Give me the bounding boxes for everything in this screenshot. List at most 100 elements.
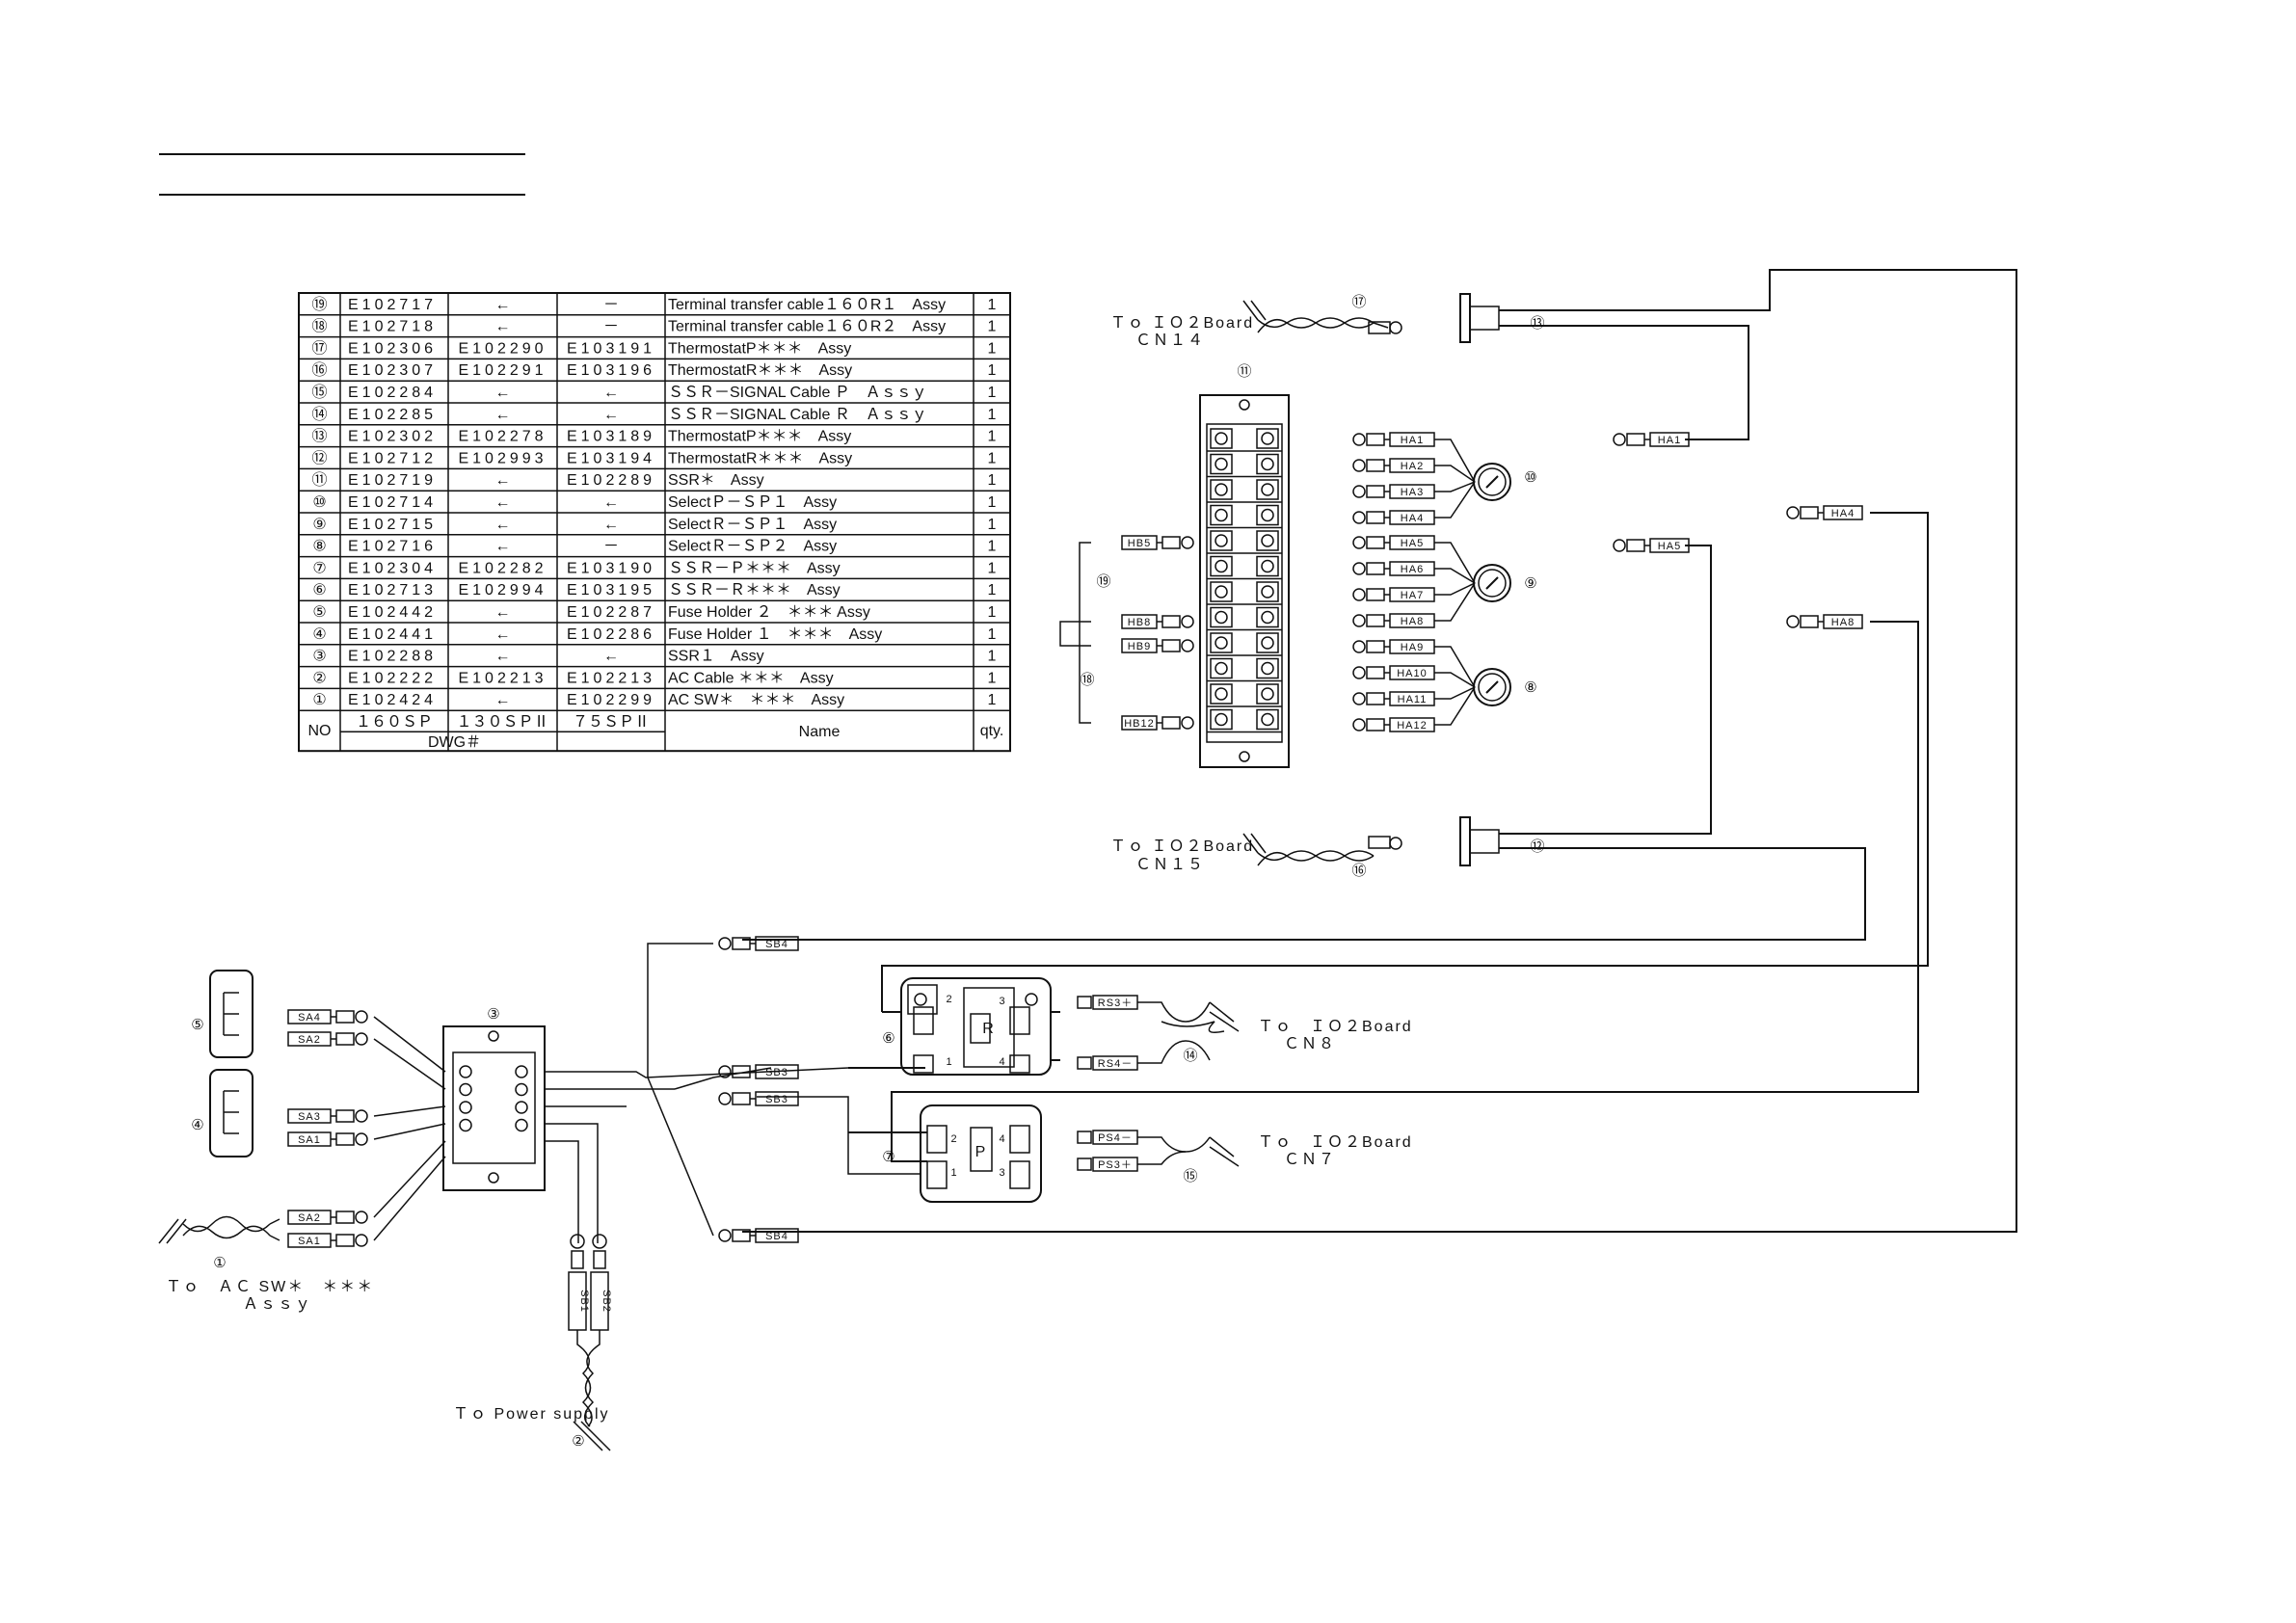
- wire-label-ha3: HA3: [1401, 487, 1424, 498]
- table-cell-qty: 1: [988, 582, 997, 599]
- table-cell-dwg-130sp: E102213: [458, 670, 547, 686]
- table-cell-dwg-160sp: E102304: [348, 560, 437, 576]
- table-cell-dwg-160sp: E102719: [348, 472, 437, 489]
- table-cell-dwg-130sp: E102291: [458, 362, 547, 379]
- callout-c2: ②: [572, 1433, 584, 1450]
- table-cell-name: ＳＳＲ－Ｐ＊＊＊ Assy: [668, 560, 841, 576]
- wire-connector-hb9: HB9: [1121, 638, 1194, 653]
- wire-connector-ha11: HA11: [1352, 691, 1435, 706]
- table-cell-dwg-75sp: E103194: [567, 450, 655, 466]
- table-cell-dwg-160sp: E102222: [348, 670, 437, 686]
- wire-label-ha5: HA5: [1401, 538, 1424, 549]
- terminal-screw: [1210, 632, 1233, 653]
- table-cell-qty: 1: [988, 297, 997, 313]
- table-cell-name: ThermostatP＊＊＊ Assy: [668, 429, 851, 445]
- wire-connector-sb4b: SB4: [718, 1228, 799, 1243]
- terminal-screw: [1210, 581, 1233, 602]
- table-cell-dwg-130sp: E102994: [458, 582, 547, 599]
- wire-label-ha5r: HA5: [1658, 541, 1681, 552]
- wire-label-ha2: HA2: [1401, 461, 1424, 472]
- callout-c1: ①: [213, 1255, 226, 1271]
- table-cell-dwg-75sp: ←: [603, 649, 619, 665]
- table-cell-dwg-130sp: ←: [495, 407, 511, 423]
- callout-c16: ⑯: [1351, 863, 1366, 879]
- table-cell-dwg-160sp: E102718: [348, 319, 437, 335]
- table-cell-no: ⑥: [312, 582, 326, 599]
- wire-to-knob: [1434, 439, 1476, 483]
- terminal-screw-head: [1261, 534, 1274, 547]
- ssr-r: [848, 977, 1060, 1076]
- terminal-screw: [1256, 555, 1279, 577]
- signal-connector-ps3: PS3＋: [1077, 1157, 1138, 1172]
- table-cell-name: SelectＲ－ＳＰ１ Assy: [668, 517, 837, 533]
- table-cell-dwg-130sp: ←: [495, 472, 511, 489]
- table-cell-no: ⑯: [311, 361, 327, 379]
- ssr1-screw: [459, 1101, 472, 1114]
- table-cell-qty: 1: [988, 385, 997, 401]
- terminal-screw-head: [1215, 687, 1228, 701]
- thermostat-cable-cn14: [1242, 300, 1402, 334]
- ssr-r-terminal-2: 2: [946, 994, 952, 1005]
- table-cell-dwg-130sp: ←: [495, 539, 511, 555]
- wire-ha4-run: [881, 512, 1929, 1012]
- wire-to-knob: [1434, 568, 1476, 584]
- table-cell-no: ⑮: [311, 384, 327, 401]
- terminal-screw-head: [1261, 432, 1274, 445]
- table-cell-qty: 1: [988, 494, 997, 511]
- table-cell-no: ⑭: [311, 406, 327, 423]
- table-header-160sp: １６０ＳＰ: [356, 714, 433, 731]
- table-cell-dwg-160sp: E102442: [348, 604, 437, 621]
- table-cell-dwg-160sp: E102713: [348, 582, 437, 599]
- terminal-screw-head: [1261, 559, 1274, 573]
- wire-label-ha1r: HA1: [1658, 435, 1681, 446]
- callout-c5: ⑤: [191, 1017, 203, 1033]
- terminal-screw: [1256, 581, 1279, 602]
- table-cell-qty: 1: [988, 626, 997, 643]
- table-cell-no: ④: [312, 626, 326, 643]
- wire-label-ha6: HA6: [1401, 564, 1424, 575]
- table-cell-qty: 1: [988, 692, 997, 708]
- wire-ha8-run: [891, 621, 1919, 1104]
- wire-connector-ha3: HA3: [1352, 484, 1435, 499]
- wire-connector-sa2a: SA2: [287, 1031, 368, 1047]
- wire-connector-ha4: HA4: [1352, 510, 1435, 525]
- ssr-p-terminal-2: 2: [950, 1133, 957, 1145]
- wire-to-knob: [1434, 672, 1476, 688]
- table-cell-dwg-75sp: E103190: [567, 560, 655, 576]
- table-cell-name: ThermostatR＊＊＊ Assy: [668, 362, 852, 379]
- table-header-name: Name: [799, 724, 841, 740]
- terminal-screw: [1210, 479, 1233, 500]
- wire-label-ha9: HA9: [1401, 642, 1424, 653]
- table-cell-qty: 1: [988, 670, 997, 686]
- terminal-screw: [1256, 428, 1279, 449]
- wire-connector-sa4: SA4: [287, 1009, 368, 1024]
- table-cell-no: ⑦: [312, 560, 326, 576]
- wire-connector-sa1a: SA1: [287, 1131, 368, 1147]
- wire-to-knob: [1434, 481, 1476, 519]
- table-cell-dwg-130sp: ←: [495, 494, 511, 511]
- callout-c11: ⑪: [1237, 363, 1251, 380]
- terminal-screw-head: [1261, 483, 1274, 496]
- table-cell-name: Terminal transfer cable１６０R１ Assy: [668, 297, 946, 313]
- note-cn7: ＣＮ７: [1284, 1152, 1336, 1168]
- table-cell-no: ⑱: [311, 318, 327, 335]
- wire-connector-hb5: HB5: [1121, 535, 1194, 550]
- table-cell-name: AC SW＊ ＊＊＊ Assy: [668, 692, 844, 708]
- terminal-screw-head: [1215, 585, 1228, 599]
- terminal-screw: [1210, 428, 1233, 449]
- callout-c19: ⑲: [1096, 573, 1110, 590]
- wire-label-sa3: SA3: [298, 1111, 321, 1123]
- terminal-screw: [1210, 453, 1233, 475]
- table-cell-dwg-130sp: E102993: [458, 450, 547, 466]
- table-cell-name: AC Cable ＊＊＊ Assy: [668, 670, 834, 686]
- terminal-screw-head: [1215, 432, 1228, 445]
- table-cell-dwg-130sp: ←: [495, 626, 511, 643]
- table-cell-name: SelectＰ－ＳＰ１ Assy: [668, 494, 837, 511]
- table-cell-dwg-130sp: ←: [495, 319, 511, 335]
- terminal-screw: [1210, 530, 1233, 551]
- terminal-screw: [1256, 504, 1279, 526]
- terminal-screw: [1256, 632, 1279, 653]
- table-cell-no: ②: [312, 670, 326, 686]
